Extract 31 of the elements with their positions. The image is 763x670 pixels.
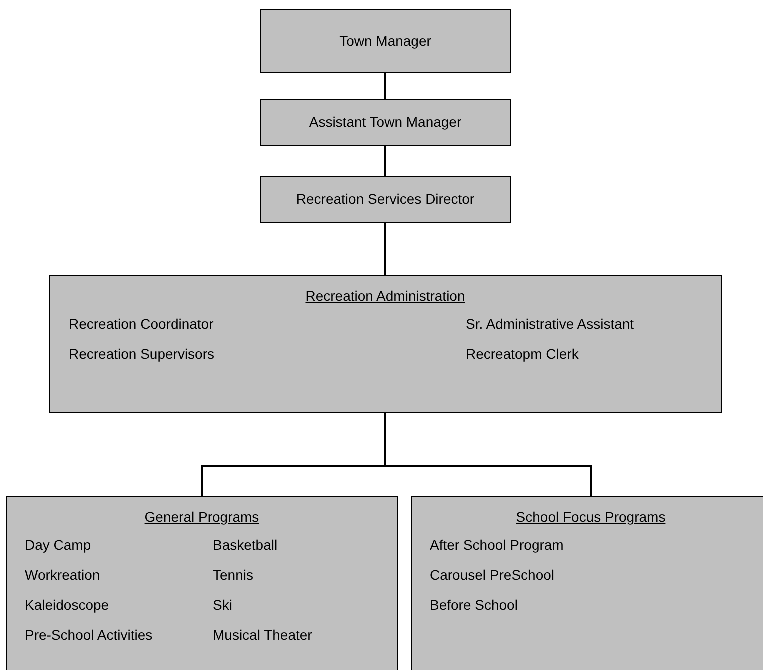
role-item: Day Camp xyxy=(25,537,92,553)
department-box xyxy=(49,275,722,413)
role-item: After School Program xyxy=(430,537,565,553)
department-heading: General Programs xyxy=(144,509,260,525)
connector-line xyxy=(384,223,386,275)
org-box xyxy=(260,9,511,73)
role-item: Musical Theater xyxy=(213,627,314,643)
role-item: Before School xyxy=(430,597,519,613)
role-item: Recreatopm Clerk xyxy=(466,346,580,362)
role-item: Workreation xyxy=(25,567,102,583)
role-item: Recreation Supervisors xyxy=(69,346,216,362)
role-item: Recreation Coordinator xyxy=(69,316,215,332)
role-title: Assistant Town Manager xyxy=(308,113,463,132)
connector-line xyxy=(384,73,386,99)
role-item: Tennis xyxy=(213,567,254,583)
role-item: Ski xyxy=(213,597,234,613)
connector-line xyxy=(384,413,592,496)
role-title: Town Manager xyxy=(338,32,432,50)
connector-line xyxy=(384,146,386,176)
org-box xyxy=(260,176,511,223)
department-heading: Recreation Administration xyxy=(304,288,466,304)
role-title: Recreation Services Director xyxy=(295,190,476,209)
role-item: Carousel PreSchool xyxy=(430,567,556,583)
role-item: Basketball xyxy=(213,537,279,553)
role-item: Kaleidoscope xyxy=(25,597,110,613)
role-item: Pre-School Activities xyxy=(25,627,154,643)
role-item: Sr. Administrative Assistant xyxy=(466,316,636,332)
department-heading: School Focus Programs xyxy=(515,509,667,525)
department-box xyxy=(411,496,763,670)
department-box xyxy=(6,496,398,670)
org-box xyxy=(260,99,511,146)
